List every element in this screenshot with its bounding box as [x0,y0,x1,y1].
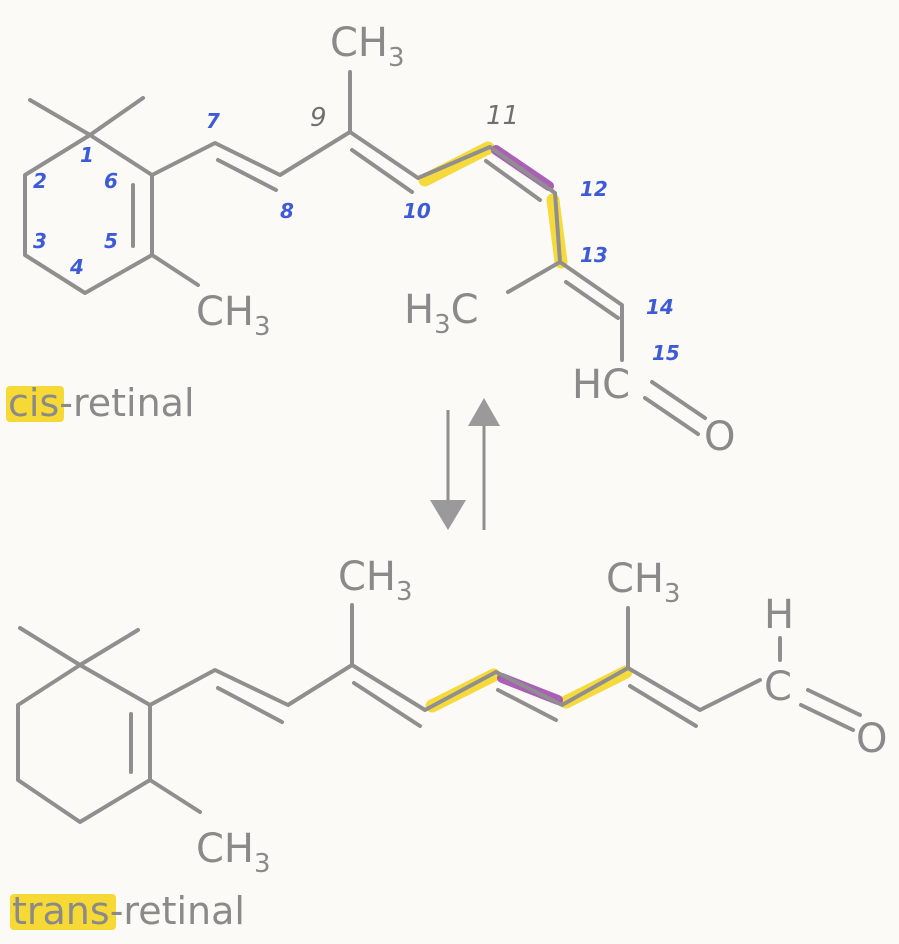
cis-c9-ch3-label: CH3 [330,20,405,73]
trans-c9-ch3-label: CH3 [338,554,413,607]
trans-double-c13-c14 [628,684,698,728]
carbon-number-4: 4 [69,255,84,279]
carbon-number-14: 14 [646,295,674,319]
cis-aldehyde-hc-label: HC [572,362,630,408]
cis-gem-methyl-left [28,98,92,137]
trans-aldehyde-c-label: C [764,664,792,710]
cis-caption-highlight [6,386,64,422]
cis-double-c13-c14 [564,280,620,320]
trans-aldehyde-h-label: H [764,592,794,638]
equilibrium-arrows [430,398,500,530]
down-arrowhead [430,500,466,530]
carbon-number-8: 8 [280,199,294,223]
trans-oxygen-label: O [856,716,887,762]
cis-oxygen-label: O [704,414,735,460]
trans-caption-text: trans-retinal [12,889,245,933]
carbon-number-7: 7 [206,109,220,133]
cis-c13-h3c-label: H3C [404,287,479,340]
cis-retinal-structure: CH3 CH3 H3C HC O 1 2 3 4 5 6 7 8 9 10 11… [23,20,735,460]
trans-ring-methyl-bond [148,778,202,814]
trans-caption-highlight [10,894,116,930]
carbon-number-11: 11 [486,101,519,131]
up-arrowhead [468,398,500,426]
carbon-number-2: 2 [33,169,47,193]
cis-double-c11-c12 [484,159,542,202]
carbon-number-6: 6 [104,169,118,193]
carbon-number-13: 13 [580,243,608,267]
trans-c13-ch3-label: CH3 [606,556,681,609]
carbon-number-1: 1 [80,143,94,167]
cis-gem-methyl-right [88,96,145,137]
carbon-number-15: 15 [652,341,680,365]
trans-double-c9-c10 [352,681,422,728]
cis-ring-ch3-label: CH3 [196,289,271,342]
cis-retinal-caption: cis-retinal [6,381,195,425]
cis-double-c9-c10 [350,148,414,194]
carbon-number-10: 10 [403,199,431,223]
trans-retinal-structure: CH3 CH3 CH3 H C O [16,554,887,879]
cis-double-c7-c8 [216,158,278,192]
carbon-number-12: 12 [580,177,608,201]
cis-caption-text: cis-retinal [8,381,195,425]
trans-retinal-caption: trans-retinal [10,889,245,933]
cis-c13-methyl-bond [506,260,562,294]
carbon-number-9: 9 [310,103,327,133]
carbon-number-3: 3 [33,229,47,253]
trans-ring-ch3-label: CH3 [196,826,271,879]
trans-chain-bonds [148,663,762,712]
cis-chain-bonds [150,130,624,362]
trans-gem-methyl-left [18,626,82,667]
trans-double-c7-c8 [216,686,284,724]
trans-gem-methyl-right [78,628,140,667]
carbon-number-5: 5 [104,229,118,253]
trans-carbonyl-bond-2 [799,703,855,732]
cis-ring-methyl-bond [150,253,200,287]
trans-carbonyl-bond-1 [806,688,862,717]
trans-double-c11-c12 [496,688,558,722]
cis-carbonyl-bond-2 [643,396,700,436]
cis-carbonyl-bond-1 [650,380,707,420]
